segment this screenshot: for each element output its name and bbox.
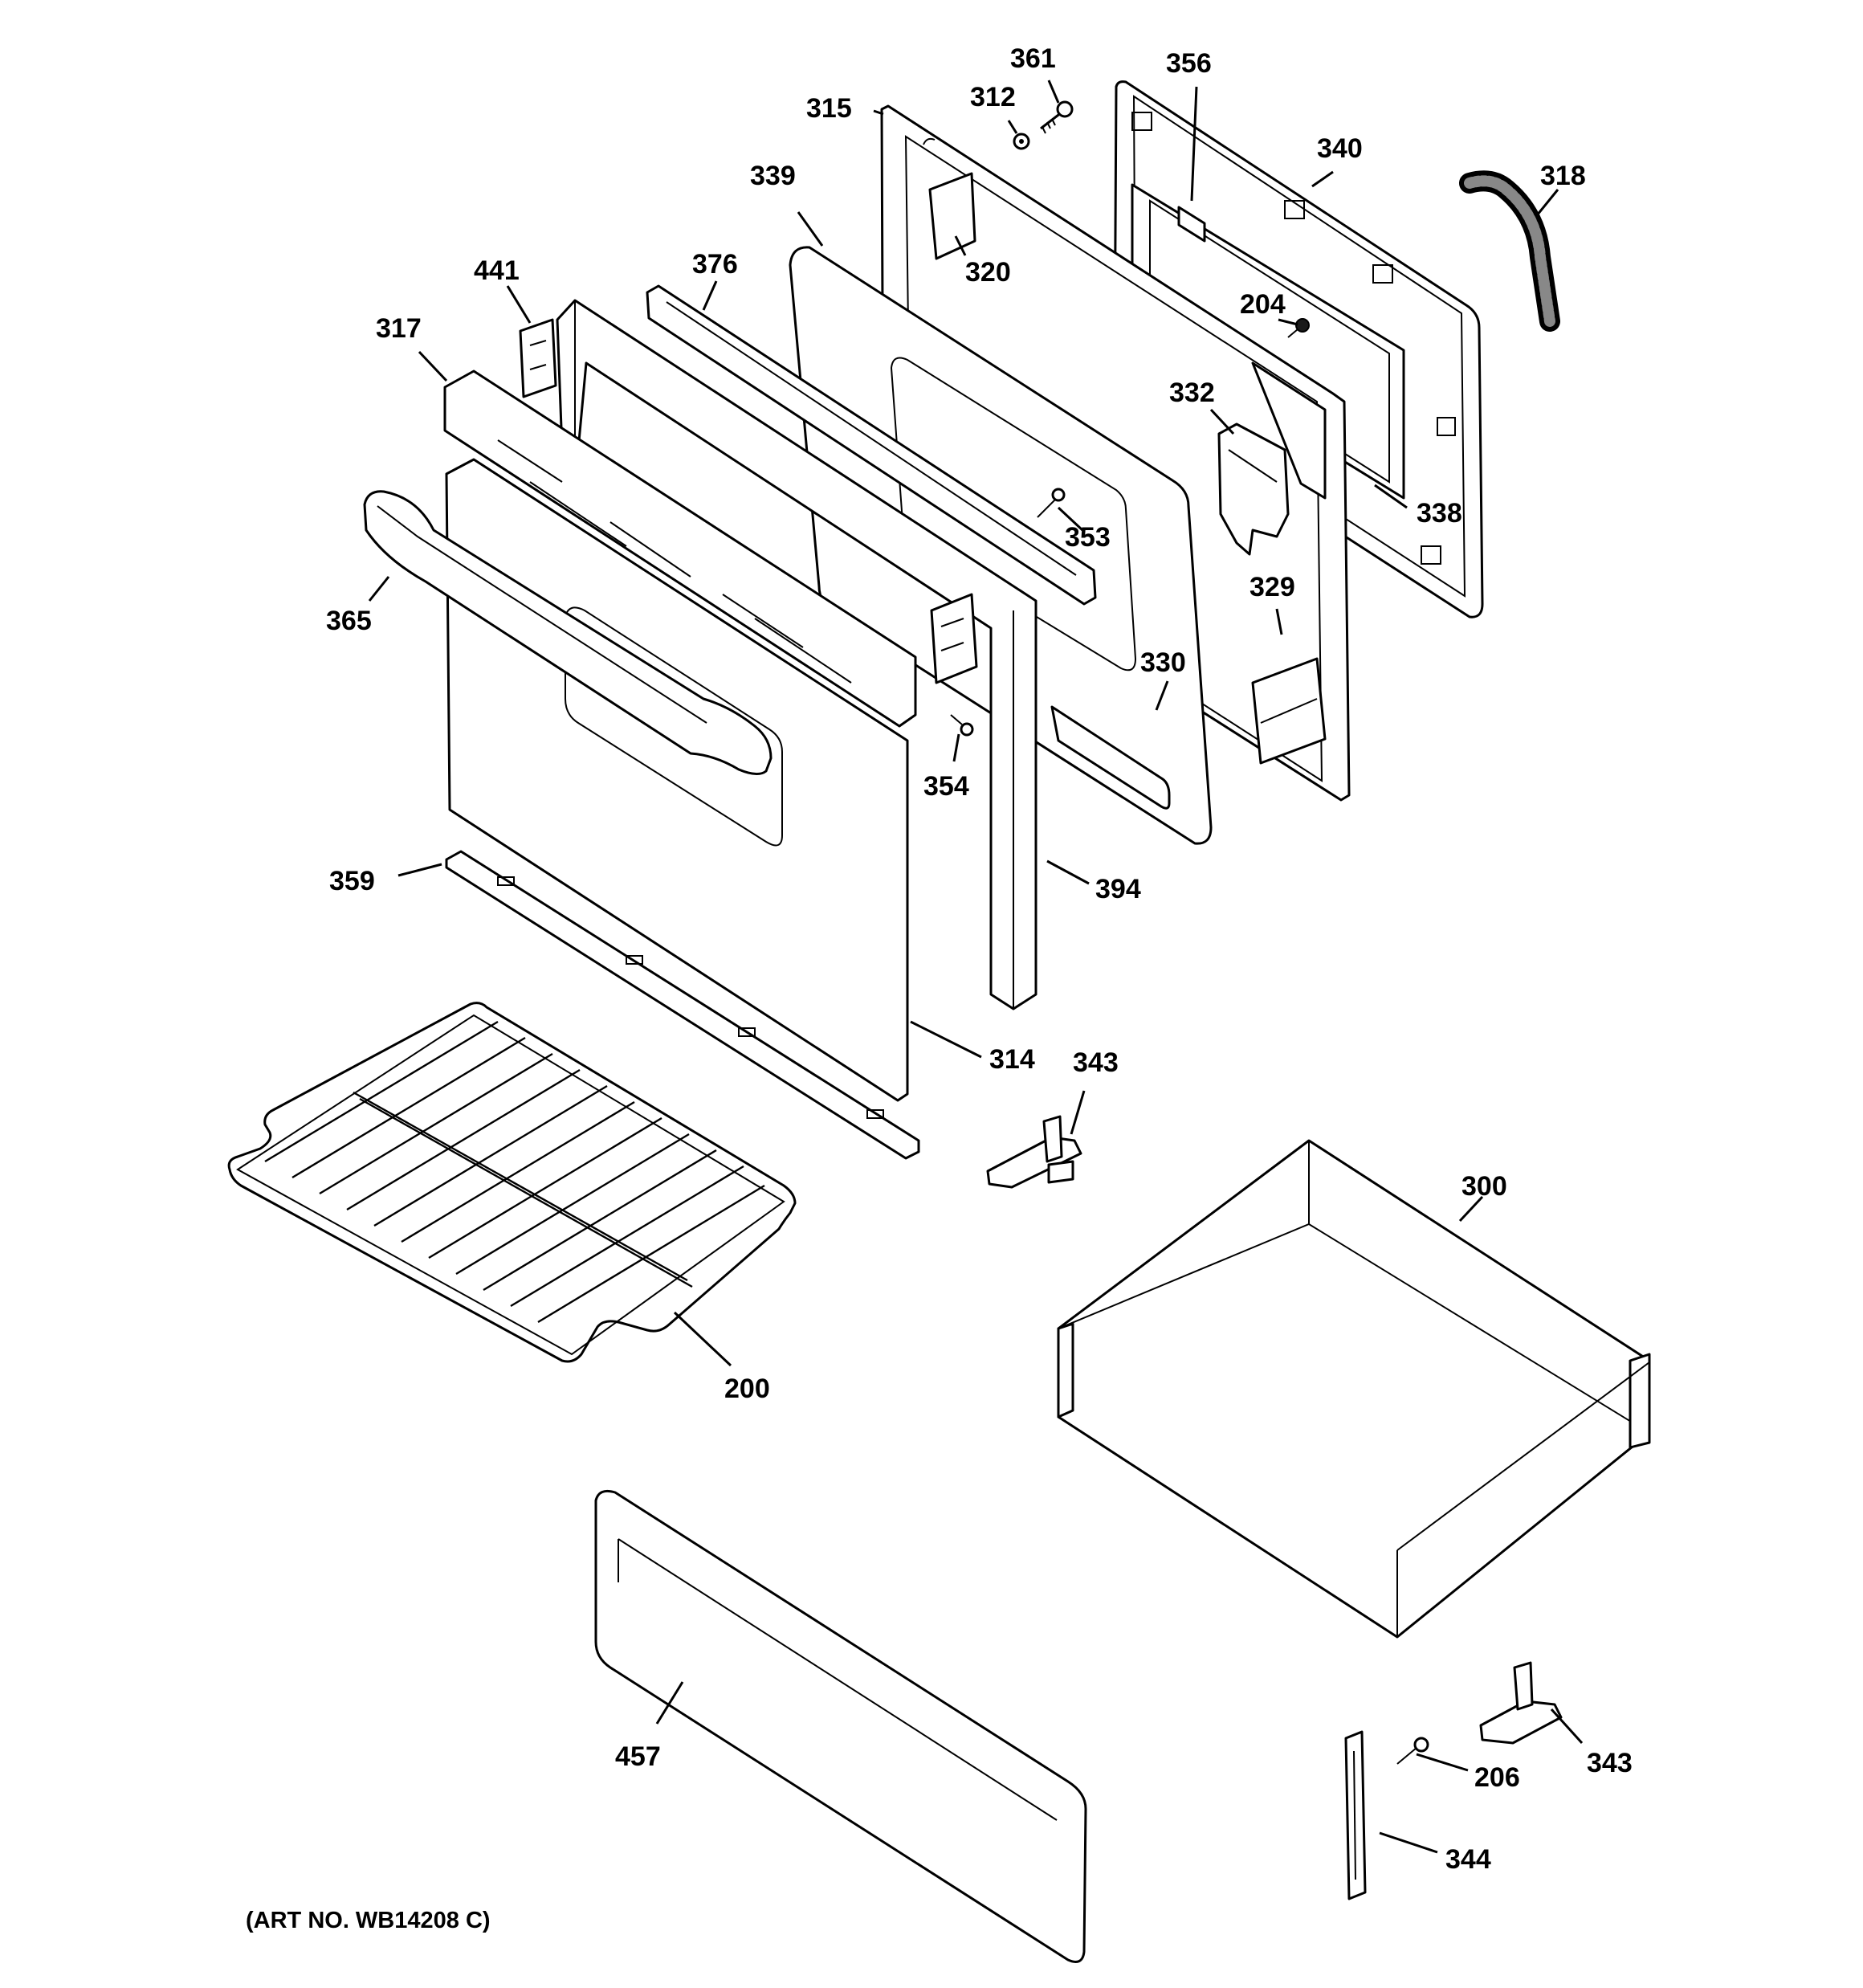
- part-312-nut: [1013, 133, 1030, 150]
- callout-204: 204: [1240, 289, 1286, 320]
- part-332-insulation: [1217, 423, 1290, 556]
- part-320-hinge: [928, 172, 976, 260]
- callout-457: 457: [615, 1741, 661, 1772]
- callout-353: 353: [1065, 522, 1111, 553]
- callout-343-upper: 343: [1073, 1047, 1119, 1078]
- callout-300: 300: [1461, 1171, 1507, 1202]
- callout-394: 394: [1095, 874, 1141, 904]
- callout-320: 320: [965, 257, 1011, 288]
- part-343-drawer-slide-upper: [986, 1115, 1082, 1189]
- callout-376: 376: [692, 249, 738, 280]
- callout-339: 339: [750, 161, 796, 191]
- part-353-screw: [1037, 488, 1066, 518]
- callout-354: 354: [923, 771, 969, 802]
- part-354-screw: [950, 714, 974, 737]
- part-300-storage-drawer: [1057, 1139, 1651, 1639]
- callout-312: 312: [970, 82, 1016, 112]
- callout-329: 329: [1249, 572, 1295, 602]
- callout-344: 344: [1445, 1844, 1491, 1875]
- callout-206: 206: [1474, 1762, 1520, 1793]
- part-359-door-bottom-trim: [445, 850, 920, 1160]
- callout-314: 314: [989, 1044, 1035, 1075]
- part-204-screw: [1287, 318, 1310, 338]
- callout-labels: 361 356 312 315 340 318 339 320 204 441 …: [326, 43, 1633, 1875]
- callout-365: 365: [326, 606, 372, 636]
- part-365-door-handle: [363, 490, 773, 775]
- part-318-door-gasket: [1459, 170, 1560, 332]
- part-hinge-bracket-lower: [1251, 657, 1327, 765]
- callout-317: 317: [376, 313, 422, 344]
- callout-338: 338: [1417, 498, 1462, 529]
- part-441-hinge-top: [519, 318, 557, 398]
- callout-200: 200: [724, 1374, 770, 1404]
- part-356-bracket: [1177, 206, 1206, 243]
- callout-340: 340: [1317, 133, 1363, 164]
- art-number: (ART NO. WB14208 C): [246, 1908, 491, 1933]
- part-361-screw: [1040, 100, 1074, 134]
- callout-330: 330: [1140, 647, 1186, 678]
- callout-441: 441: [474, 255, 520, 286]
- part-200-oven-rack: [227, 1002, 797, 1363]
- callout-315: 315: [806, 93, 852, 124]
- callout-356: 356: [1166, 48, 1212, 79]
- part-457-drawer-panel: [594, 1489, 1087, 1963]
- callout-318: 318: [1540, 161, 1586, 191]
- leader-lines: [368, 80, 1584, 1854]
- part-206-screw: [1396, 1737, 1429, 1765]
- part-hinge-bracket-right: [930, 593, 978, 684]
- part-317-vent-panel: [443, 369, 917, 728]
- callout-361: 361: [1010, 43, 1056, 74]
- part-376-vent-trim: [646, 284, 1097, 606]
- callout-332: 332: [1169, 378, 1215, 408]
- callout-359: 359: [329, 866, 375, 896]
- part-343-drawer-slide-lower: [1479, 1661, 1563, 1745]
- part-344-drawer-rail: [1344, 1730, 1367, 1900]
- callout-343-lower: 343: [1587, 1748, 1633, 1778]
